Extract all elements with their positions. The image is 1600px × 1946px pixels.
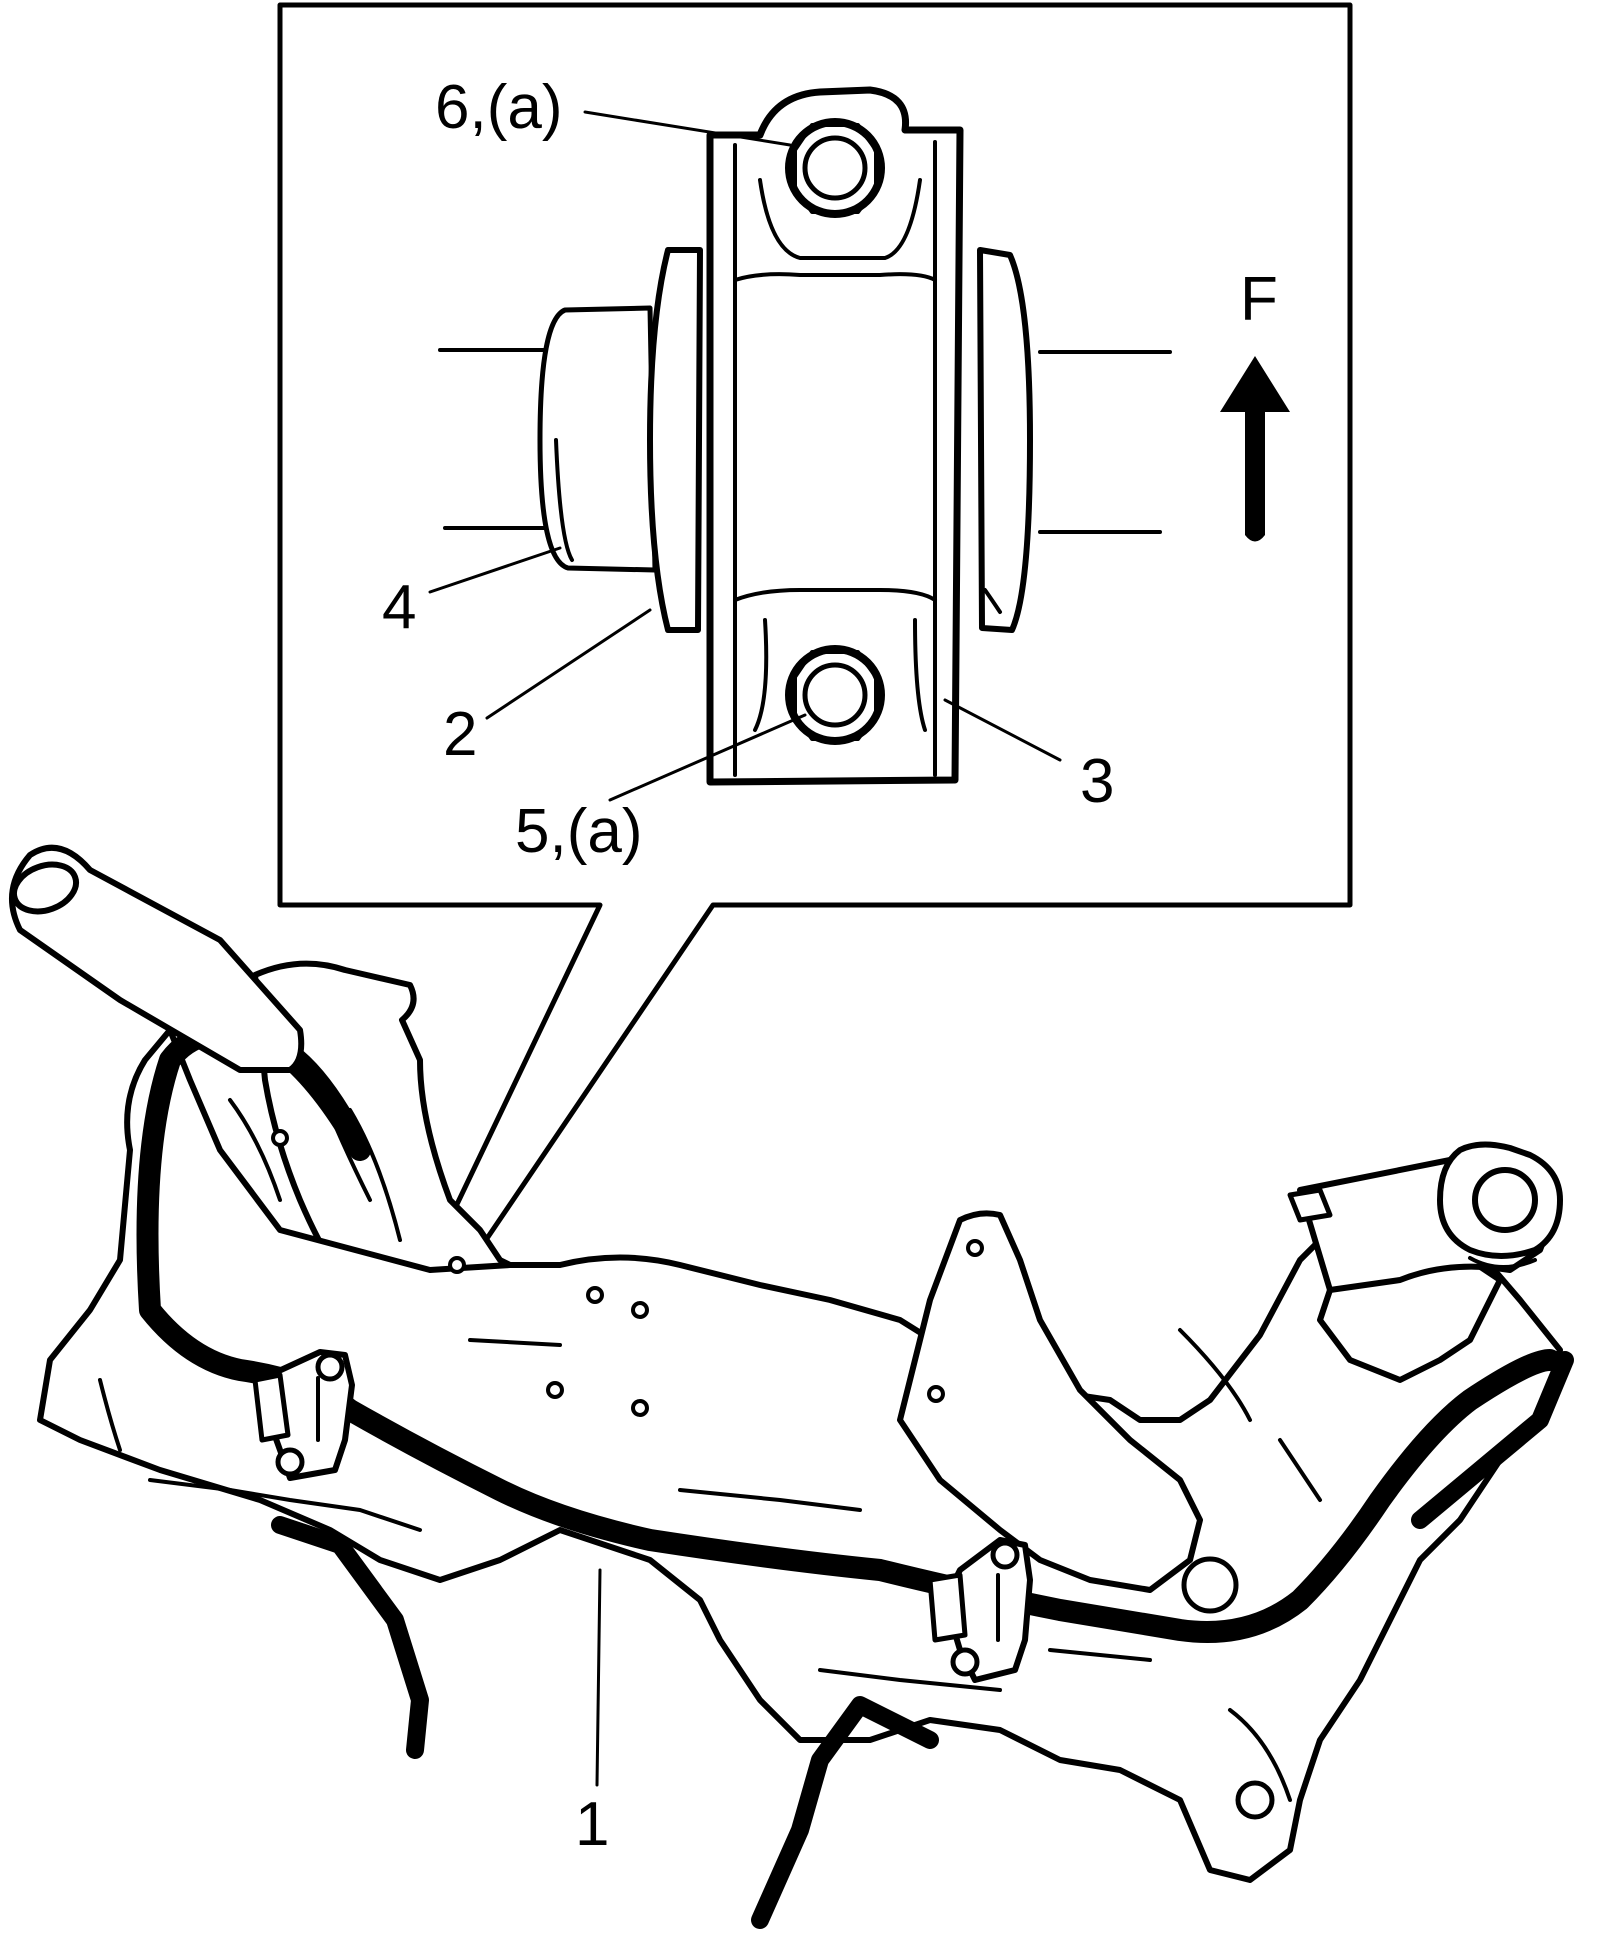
detail-bracket-assembly	[428, 86, 1172, 802]
detail-inset	[277, 2, 1353, 1473]
callout-5a: 5,(a)	[515, 797, 642, 866]
stabilizer-bar	[9, 844, 1574, 1929]
right-stabilizer-bracket	[927, 1537, 1033, 1683]
left-stabilizer-bracket	[252, 1349, 355, 1481]
forward-arrow-label: F	[1240, 265, 1278, 334]
callout-1: 1	[575, 1790, 609, 1859]
callout-4: 4	[382, 573, 416, 642]
forward-direction-arrow	[1220, 356, 1290, 542]
callout-2: 2	[443, 700, 477, 769]
lower-bolt-5	[785, 645, 885, 745]
subframe	[37, 960, 1563, 1883]
upper-bolt-6	[785, 118, 885, 218]
callout-6a: 6,(a)	[435, 73, 562, 142]
callout-3: 3	[1080, 747, 1114, 816]
